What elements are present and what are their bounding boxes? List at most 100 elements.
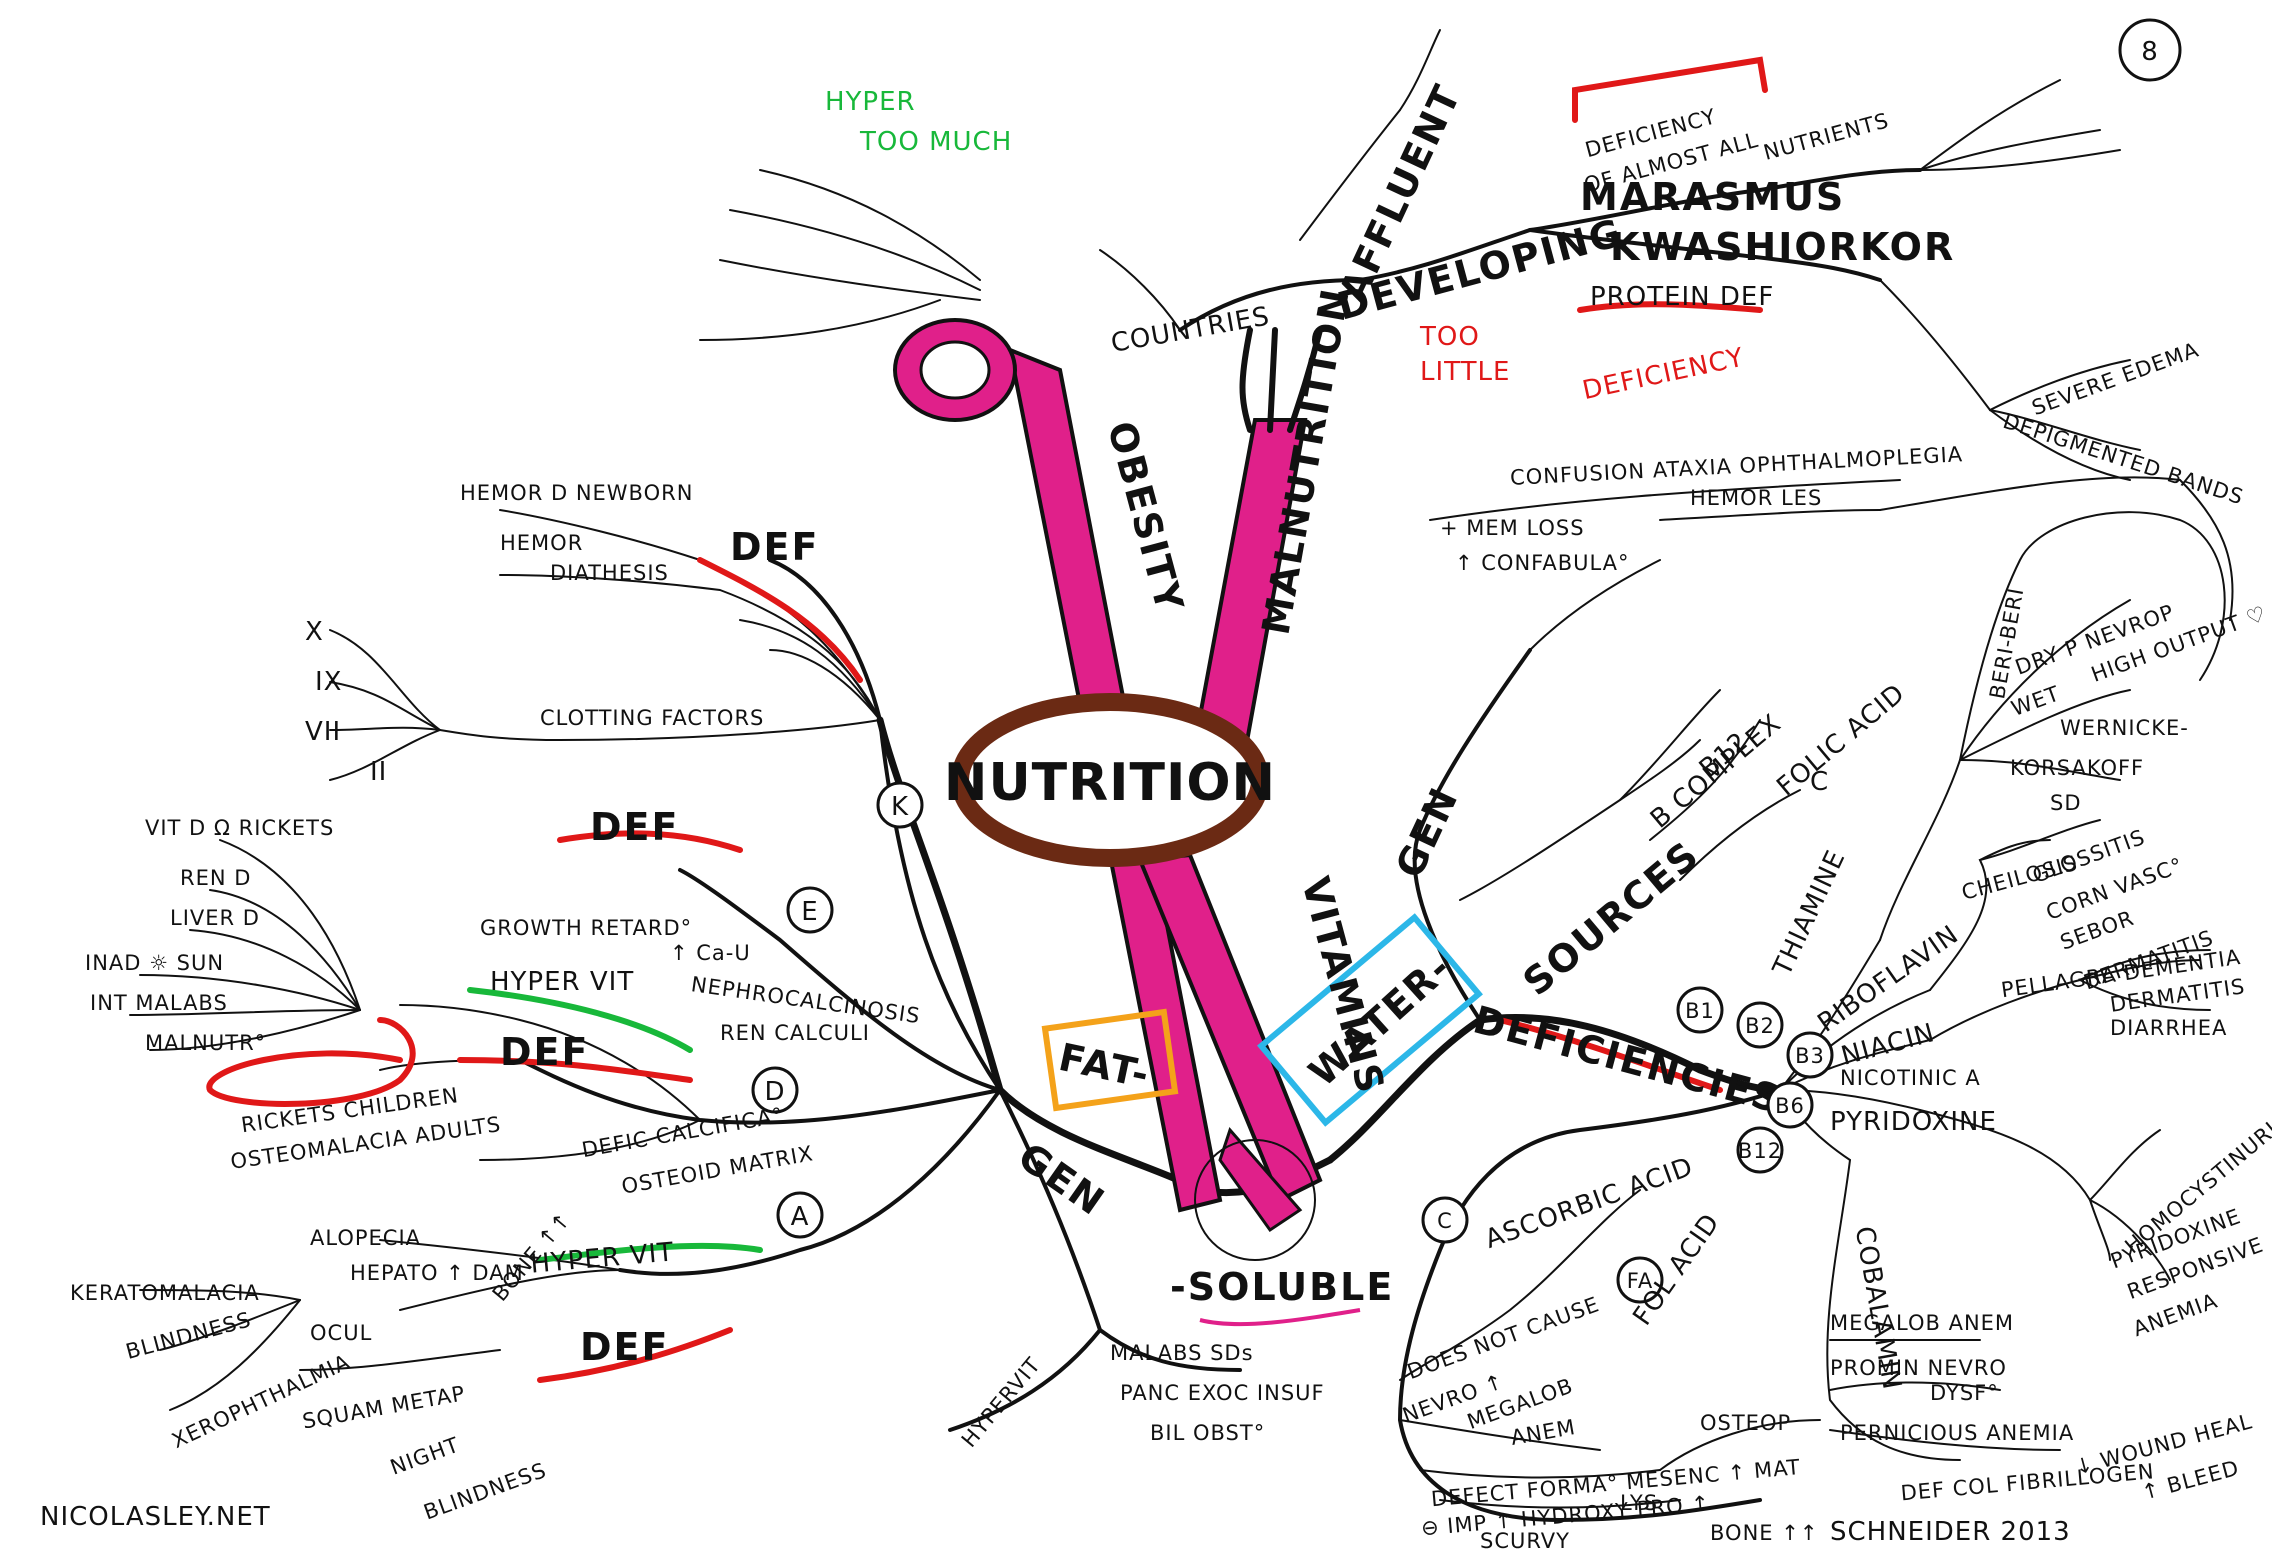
water-gen: GEN — [1387, 780, 1467, 885]
ocul: OCUL — [310, 1321, 372, 1345]
branch-d — [518, 1058, 1002, 1125]
hemor-1: HEMOR — [500, 531, 583, 555]
xerophthalmia: XEROPHTHALMIA — [168, 1349, 354, 1453]
hypervit-a-greenline — [537, 1242, 763, 1263]
panc-exoc: PANC EXOC INSUF — [1120, 1381, 1325, 1405]
branch-hypervit — [948, 1328, 1102, 1432]
little-label: LITTLE — [1420, 357, 1510, 387]
footer-right: SCHNEIDER 2013 — [1830, 1517, 2071, 1547]
branch-a — [618, 1088, 1002, 1276]
vit-d-label: D — [764, 1077, 785, 1107]
vit-k-label: K — [891, 792, 909, 822]
mem-loss: + MEM LOSS — [1440, 516, 1585, 540]
pernicious: PERNICIOUS ANEMIA — [1840, 1421, 2074, 1445]
c-bone: BONE ↑↑ — [1710, 1521, 1818, 1545]
alopecia: ALOPECIA — [310, 1226, 421, 1250]
fat-box — [1041, 1008, 1179, 1112]
megalob-anem: MEGALOB ANEM — [1830, 1311, 2014, 1335]
page-number-circle — [2118, 18, 2182, 82]
d-hypervit: HYPER VIT — [490, 967, 634, 997]
soluble-label: -SOLUBLE — [1170, 1265, 1394, 1309]
fat-label: FAT- — [1055, 1035, 1154, 1097]
hypervit-d-greenline — [467, 987, 693, 1053]
factor-ix: IX — [315, 667, 342, 697]
bil-obst: BIL OBST° — [1150, 1421, 1265, 1445]
malnutr: MALNUTR° — [145, 1031, 266, 1055]
hyper-note: HYPER — [825, 87, 916, 117]
center-node — [951, 693, 1269, 867]
def-top-redline — [1572, 56, 1768, 123]
thiamine-label: THIAMINE — [1767, 845, 1852, 981]
lys: LYS — [1620, 1491, 1658, 1515]
b12-label: B12 — [1738, 1139, 1782, 1163]
water-box — [1257, 913, 1483, 1127]
factor-x: X — [305, 617, 324, 647]
def-k-redline — [697, 557, 863, 683]
squam-metap: SQUAM METAP — [301, 1381, 468, 1433]
riboflavin-label: RIBOFLAVIN — [1812, 920, 1964, 1039]
factor-vii: VII — [305, 717, 341, 747]
hemor-2: DIATHESIS — [550, 561, 669, 585]
branch-gen-fat — [998, 1088, 1242, 1372]
b6-label: B6 — [1775, 1094, 1805, 1118]
c-source: C — [1810, 767, 1829, 797]
osteop: OSTEOP — [1700, 1411, 1791, 1435]
def-a-redline — [537, 1327, 733, 1383]
obesity-label: OBESITY — [1099, 417, 1192, 618]
ca-u: ↑ Ca-U — [670, 941, 751, 965]
factor-ii: II — [370, 757, 387, 787]
clotting-factors: CLOTTING FACTORS — [540, 706, 764, 730]
pyridoxine-label: PYRIDOXINE — [1830, 1107, 1997, 1137]
confabula: ↑ CONFABULA° — [1455, 551, 1630, 575]
c-label: C — [1437, 1209, 1453, 1233]
renal-d: REN D — [180, 866, 251, 890]
vit-e-label: E — [801, 897, 818, 927]
hemor-les: HEMOR LES — [1690, 486, 1822, 510]
b2-sd: SD — [2050, 791, 2082, 815]
def-d-redline — [457, 1057, 693, 1083]
marasmus-label: MARASMUS — [1580, 175, 1845, 219]
confusion-label: CONFUSION ATAXIA OPHTHALMOPLEGIA — [1510, 442, 1964, 490]
a-def: DEF — [580, 1325, 669, 1369]
e-def: DEF — [590, 805, 679, 849]
hepato-dam: HEPATO ↑ DAM — [350, 1261, 524, 1285]
b3-label: B3 — [1795, 1044, 1825, 1068]
deficiency-label: DEFICIENCY — [1580, 343, 1747, 407]
rickets-loop — [206, 1017, 416, 1107]
k-def: DEF — [730, 525, 819, 569]
page-number: 8 — [2141, 37, 2159, 67]
blindness: BLINDNESS — [123, 1307, 254, 1364]
night-1: NIGHT — [387, 1433, 463, 1480]
bleed: ↑ BLEED — [2139, 1456, 2242, 1505]
too-much-note: TOO MUCH — [859, 127, 1012, 157]
hemor-newborn: HEMOR D NEWBORN — [460, 481, 693, 505]
kwashiorkor-label: KWASHIORKOR — [1610, 225, 1955, 269]
too-label: TOO — [1419, 322, 1480, 352]
dysf: DYSF° — [1930, 1381, 1999, 1405]
liver-d: LIVER D — [170, 906, 260, 930]
keratomalacia: KERATOMALACIA — [70, 1281, 260, 1305]
def-e-redline — [557, 830, 743, 853]
folic-source: FOLIC ACID — [1771, 678, 1911, 802]
deficiencies-redline — [1497, 1017, 1723, 1093]
d-def: DEF — [500, 1030, 589, 1074]
ascorbic-label: ASCORBIC ACID — [1481, 1152, 1697, 1255]
protein-def-label: PROTEIN DEF — [1590, 282, 1774, 312]
nicotinic: NICOTINIC A — [1840, 1066, 1981, 1090]
niacin-label: NIACIN — [1838, 1018, 1938, 1072]
kwash-redline — [1577, 301, 1763, 313]
def-note-3: NUTRIENTS — [1761, 108, 1892, 165]
branch-k-top — [768, 558, 882, 722]
b3-diarrhea: DIARRHEA — [2110, 1016, 2227, 1040]
wernicke: WERNICKE- — [2060, 716, 2189, 740]
growth-retard: GROWTH RETARD° — [480, 916, 692, 940]
b2-label: B2 — [1745, 1014, 1775, 1038]
inad-sun: INAD ☼ SUN — [85, 951, 224, 975]
branch-e — [678, 868, 1002, 1092]
sources-label: SOURCES — [1515, 832, 1708, 1004]
water-trunk — [1326, 1013, 1784, 1164]
severe-edema-label: SEVERE EDEMA — [2029, 338, 2203, 421]
does-not-1: DOES NOT CAUSE — [1404, 1292, 1603, 1384]
night-2: BLINDNESS — [421, 1458, 550, 1525]
